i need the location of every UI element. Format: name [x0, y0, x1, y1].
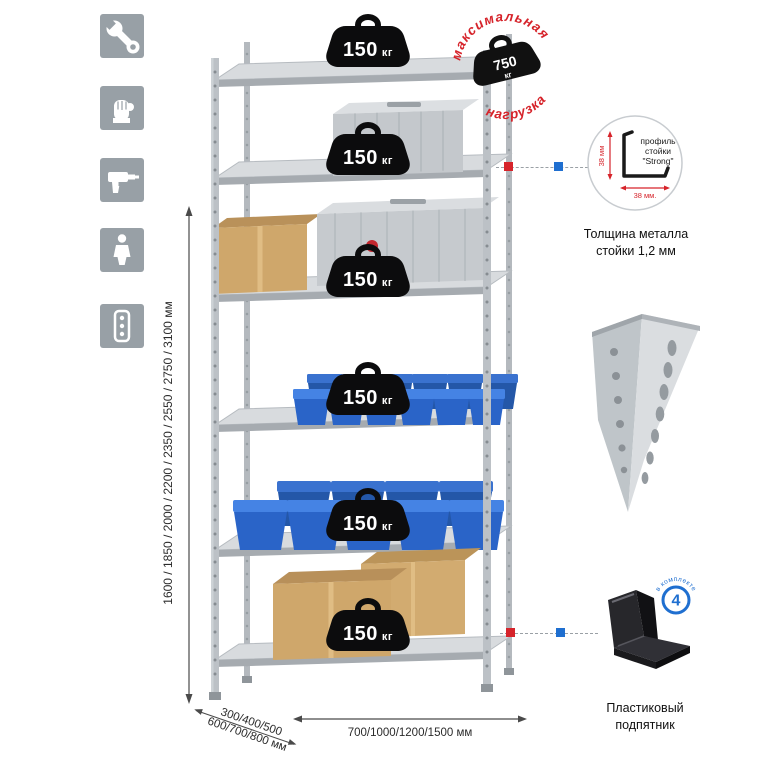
feature-tile-fasteners: [100, 304, 144, 348]
svg-text:нагрузка: нагрузка: [481, 89, 551, 128]
cardboard-box: [213, 214, 321, 294]
weight-icon: [326, 488, 410, 541]
feature-tile-wrench: [100, 14, 144, 58]
weight-icon: [326, 122, 410, 175]
stamp-unit: кг: [503, 70, 513, 81]
wrench-icon: [103, 17, 140, 54]
kit-count-badge: в комплекте 4: [655, 576, 697, 615]
dim-38-vertical: 38 мм: [597, 146, 606, 167]
connector-marker-blue: [556, 628, 565, 637]
weight-icon: [326, 14, 410, 67]
connector-marker-red: [506, 628, 515, 637]
profile-callout: 38 мм 38 мм. профиль стойки "Strong": [587, 115, 683, 211]
feature-tile-drill: [100, 158, 144, 202]
plastic-foot-illustration: [608, 590, 690, 669]
weight-icon: [326, 244, 410, 297]
foot-caption: Пластиковый подпятник: [606, 701, 684, 732]
person-icon: [113, 234, 131, 265]
max-load-stamp: максимальная нагрузка 750 кг: [440, 6, 554, 129]
gloves-icon: [113, 100, 134, 123]
weight-icon: [326, 598, 410, 651]
drill-icon: [108, 172, 139, 193]
weight-icon: [326, 362, 410, 415]
height-dimension-label: 1600 / 1850 / 2000 / 2200 / 2350 / 2550 …: [161, 301, 175, 605]
profile-text-1: профиль: [640, 136, 676, 146]
width-dimension-label: 700/1000/1200/1500 мм: [348, 727, 473, 739]
height-dimension-line: [185, 206, 193, 704]
profile-text-3: "Strong": [642, 156, 673, 166]
connector-marker-blue: [554, 162, 563, 171]
profile-caption: Толщина металла стойки 1,2 мм: [583, 227, 689, 258]
fasteners-icon: [113, 309, 131, 343]
stamp-arc-bottom: нагрузка: [481, 89, 551, 128]
dim-38-horizontal: 38 мм.: [634, 191, 657, 200]
angle-post-illustration: [592, 314, 700, 512]
stamp-value: 750: [492, 52, 519, 73]
connector-marker-red: [504, 162, 513, 171]
profile-text-2: стойки: [645, 146, 671, 156]
feature-tile-person: [100, 228, 144, 272]
profile-drawing: [622, 130, 670, 178]
callout-connector: [500, 633, 598, 634]
kit-count-value: 4: [672, 593, 681, 610]
weight-icon: [473, 35, 541, 86]
callout-connector: [496, 167, 588, 168]
width-dimension-line: 700/1000/1200/1500 мм: [293, 715, 527, 739]
feature-tile-gloves: [100, 86, 144, 130]
